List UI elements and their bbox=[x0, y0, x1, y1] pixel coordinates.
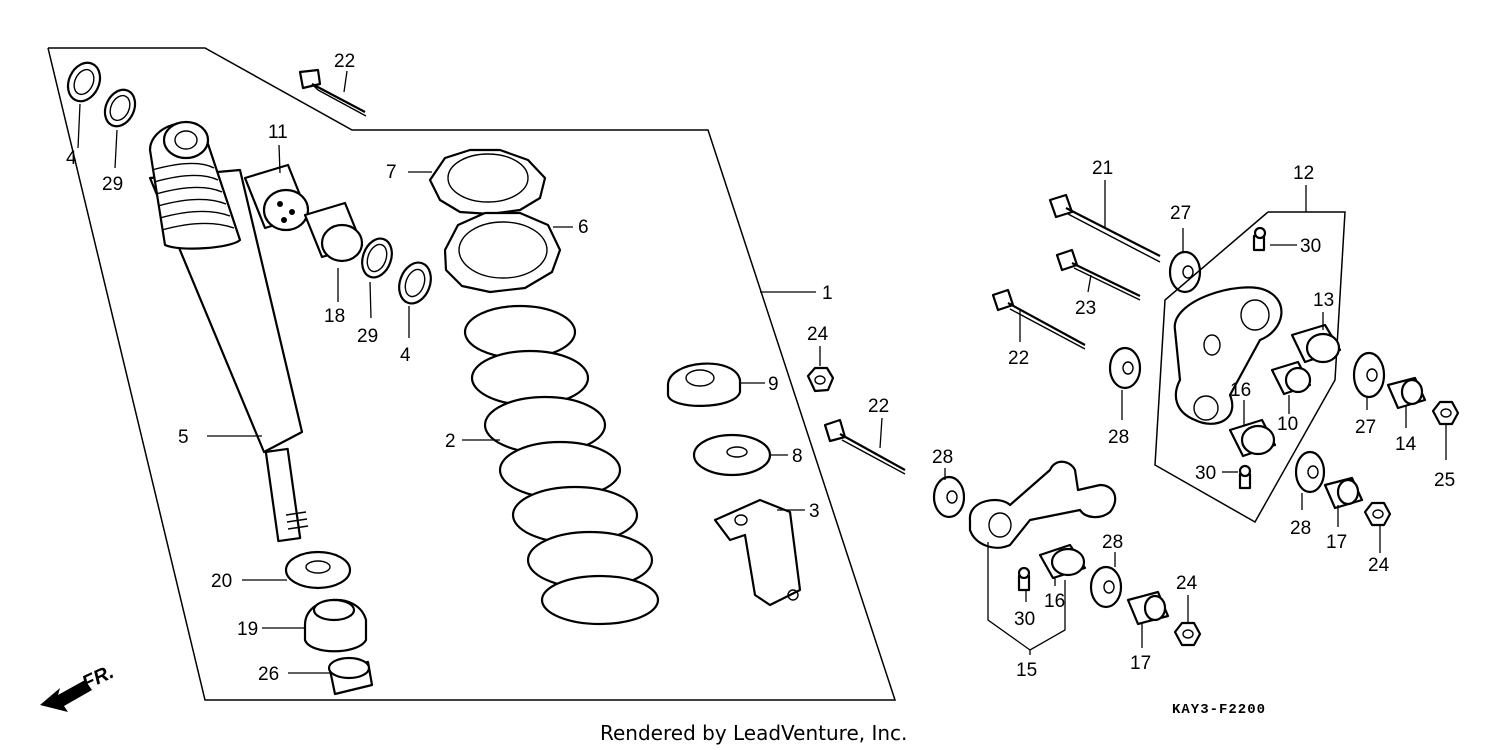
callout-24: 24 bbox=[1176, 573, 1198, 594]
spring-2 bbox=[463, 304, 660, 626]
callout-30: 30 bbox=[1014, 609, 1035, 630]
bolt-21 bbox=[1048, 193, 1161, 263]
spring-seat-9 bbox=[666, 362, 742, 407]
callout-26: 26 bbox=[258, 664, 279, 685]
washer-27-upper bbox=[1168, 250, 1202, 294]
callout-27: 27 bbox=[1170, 203, 1191, 224]
bushing-16-lower bbox=[1038, 543, 1087, 580]
bushing-13 bbox=[1290, 323, 1342, 364]
callout-17: 17 bbox=[1130, 653, 1151, 674]
front-arrow-icon bbox=[40, 680, 92, 712]
diagram-code: KAY3-F2200 bbox=[1172, 702, 1266, 718]
assembly-frame-outline bbox=[47, 47, 897, 701]
callout-1: 1 bbox=[822, 283, 833, 304]
callout-18: 18 bbox=[324, 306, 345, 327]
callout-27: 27 bbox=[1355, 417, 1376, 438]
callout-11: 11 bbox=[268, 122, 288, 143]
seal-29-left bbox=[103, 88, 137, 128]
nut-24-right bbox=[1363, 501, 1392, 527]
washer-27-right bbox=[1352, 351, 1386, 399]
callout-19: 19 bbox=[237, 619, 258, 640]
callout-16: 16 bbox=[1230, 380, 1251, 401]
callout-5: 5 bbox=[178, 427, 189, 448]
callout-7: 7 bbox=[386, 162, 397, 183]
collar-17-lower bbox=[1126, 590, 1170, 626]
bolt-22-right bbox=[991, 288, 1086, 350]
callout-24: 24 bbox=[1368, 555, 1390, 576]
clevis-3 bbox=[713, 498, 802, 607]
link-arm-12 bbox=[1173, 286, 1283, 425]
callout-28: 28 bbox=[1108, 427, 1129, 448]
bushing-11 bbox=[243, 163, 310, 232]
cushion-arm-15 bbox=[968, 460, 1117, 549]
bolt-22-top bbox=[298, 68, 367, 117]
callout-20: 20 bbox=[211, 571, 232, 592]
callout-23: 23 bbox=[1075, 298, 1096, 319]
callout-17: 17 bbox=[1326, 532, 1347, 553]
callout-10: 10 bbox=[1277, 414, 1298, 435]
callout-8: 8 bbox=[792, 446, 803, 467]
washer-28-mid bbox=[932, 475, 966, 519]
washer-28-upper bbox=[1108, 346, 1142, 390]
callout-14: 14 bbox=[1395, 434, 1417, 455]
callout-30: 30 bbox=[1195, 463, 1216, 484]
credit-text: Rendered by LeadVenture, Inc. bbox=[600, 721, 907, 745]
callout-6: 6 bbox=[578, 217, 589, 238]
callout-2: 2 bbox=[445, 431, 456, 452]
callout-21: 21 bbox=[1092, 158, 1113, 179]
grease-fitting-30-middle bbox=[1238, 464, 1252, 490]
washer-20 bbox=[284, 550, 352, 590]
callout-22: 22 bbox=[1008, 348, 1029, 369]
nut-25 bbox=[1431, 400, 1460, 426]
washer-28-lower bbox=[1089, 565, 1123, 609]
callout-25: 25 bbox=[1434, 470, 1455, 491]
seal-4-right bbox=[398, 261, 432, 305]
grease-fitting-30-lower bbox=[1017, 566, 1031, 592]
callout-3: 3 bbox=[809, 501, 820, 522]
bolt-22-middle bbox=[823, 418, 906, 475]
callout-16: 16 bbox=[1044, 591, 1065, 612]
callout-4: 4 bbox=[66, 148, 77, 169]
callout-4: 4 bbox=[400, 345, 411, 366]
callout-29: 29 bbox=[102, 174, 123, 195]
callout-15: 15 bbox=[1016, 660, 1037, 681]
callout-30: 30 bbox=[1300, 236, 1321, 257]
collar-14 bbox=[1386, 376, 1427, 410]
cap-26 bbox=[327, 656, 374, 696]
callout-12: 12 bbox=[1293, 163, 1314, 184]
nut-24-left bbox=[806, 366, 835, 393]
shock-absorber-body bbox=[148, 120, 309, 543]
nut-24-lower bbox=[1173, 621, 1202, 647]
callout-22: 22 bbox=[334, 51, 355, 72]
washer-8 bbox=[692, 433, 772, 477]
callout-28: 28 bbox=[1102, 532, 1123, 553]
callout-24: 24 bbox=[807, 324, 829, 345]
callout-28: 28 bbox=[1290, 518, 1311, 539]
lock-nut-7 bbox=[428, 148, 547, 216]
lock-nut-6 bbox=[443, 211, 562, 294]
callout-labels: 4 29 22 11 7 6 1 18 29 4 24 9 5 2 22 8 3… bbox=[66, 51, 1455, 685]
seal-4-left bbox=[66, 61, 102, 103]
callout-9: 9 bbox=[768, 374, 779, 395]
callout-13: 13 bbox=[1313, 290, 1334, 311]
collar-18 bbox=[303, 201, 364, 263]
callout-28: 28 bbox=[932, 447, 953, 468]
grease-fitting-30-upper bbox=[1252, 226, 1267, 252]
bolt-23 bbox=[1055, 248, 1141, 301]
bushing-16-upper bbox=[1228, 418, 1277, 458]
collar-17-right bbox=[1323, 476, 1364, 510]
bushing-10 bbox=[1270, 360, 1312, 396]
bump-stop-19 bbox=[303, 598, 368, 653]
callout-22: 22 bbox=[868, 396, 889, 417]
callout-29: 29 bbox=[357, 326, 378, 347]
linkage-12-frame bbox=[1154, 211, 1346, 524]
washer-28-right bbox=[1294, 450, 1326, 494]
seal-29-right bbox=[361, 237, 393, 279]
